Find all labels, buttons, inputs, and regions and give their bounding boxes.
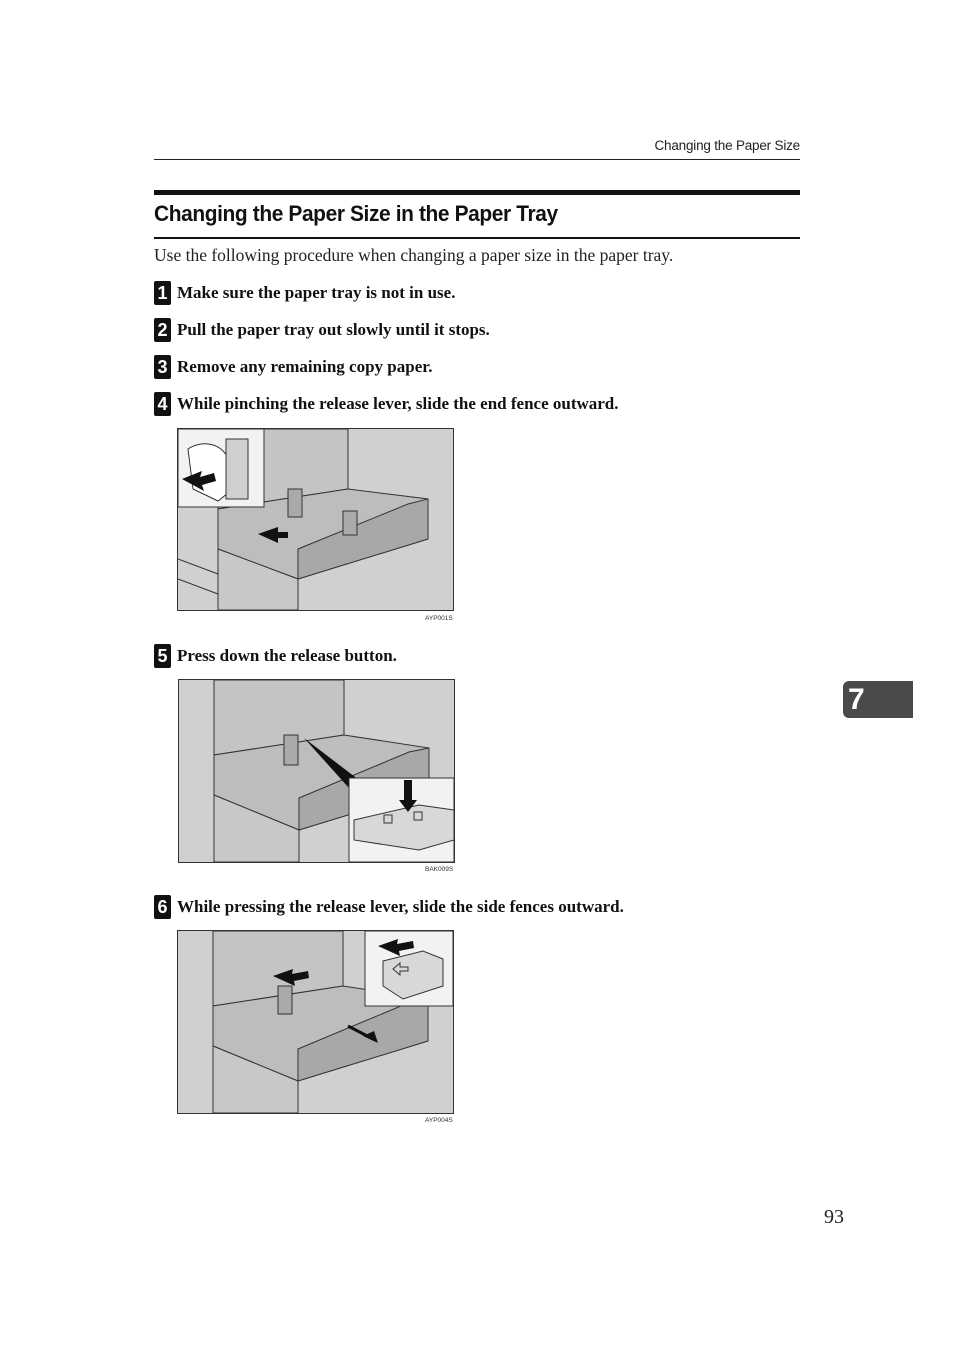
- chapter-tab: 7: [843, 681, 913, 718]
- section-title: Changing the Paper Size in the Paper Tra…: [154, 201, 558, 226]
- figure-end-fence: [177, 428, 454, 611]
- paper-tray-illustration: [179, 680, 454, 862]
- step-text: While pinching the release lever, slide …: [177, 394, 619, 413]
- step-6: 6 While pressing the release lever, slid…: [154, 895, 624, 919]
- step-2: 2 Pull the paper tray out slowly until i…: [154, 318, 490, 342]
- step-number: 3: [154, 355, 171, 379]
- step-text: Remove any remaining copy paper.: [177, 357, 433, 376]
- step-text: Press down the release button.: [177, 646, 397, 665]
- step-text: Pull the paper tray out slowly until it …: [177, 320, 490, 339]
- figure-side-fences: [177, 930, 454, 1114]
- figure-code: AYP004S: [425, 1117, 453, 1124]
- figure-code: AYP001S: [425, 615, 453, 622]
- running-header: Changing the Paper Size: [654, 138, 800, 153]
- intro-paragraph: Use the following procedure when changin…: [154, 245, 674, 265]
- step-number: 5: [154, 644, 171, 668]
- step-text: Make sure the paper tray is not in use.: [177, 283, 456, 302]
- section-title-rule: [154, 237, 800, 239]
- header-rule: [154, 159, 800, 160]
- step-number: 4: [154, 392, 171, 416]
- paper-tray-illustration: [178, 429, 453, 610]
- step-5: 5 Press down the release button.: [154, 644, 397, 668]
- step-4: 4 While pinching the release lever, slid…: [154, 392, 619, 416]
- figure-release-button: [178, 679, 455, 863]
- step-3: 3 Remove any remaining copy paper.: [154, 355, 432, 379]
- step-1: 1 Make sure the paper tray is not in use…: [154, 281, 455, 305]
- step-number: 6: [154, 895, 171, 919]
- step-number: 2: [154, 318, 171, 342]
- step-number: 1: [154, 281, 171, 305]
- paper-tray-illustration: [178, 931, 453, 1113]
- figure-code: BAK009S: [425, 866, 454, 873]
- step-text: While pressing the release lever, slide …: [177, 897, 624, 916]
- section-top-rule: [154, 190, 800, 195]
- page-number: 93: [824, 1206, 844, 1228]
